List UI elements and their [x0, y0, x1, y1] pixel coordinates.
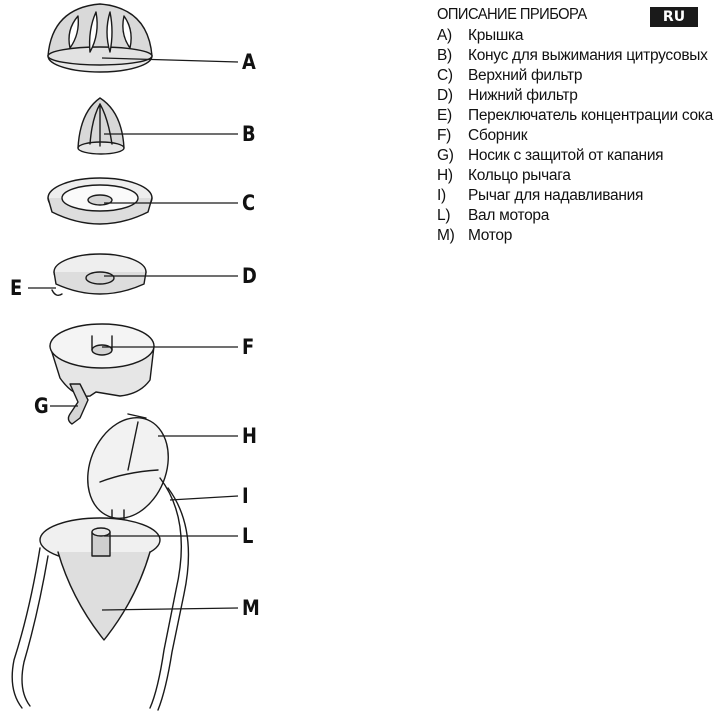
item-text: Переключатель концентрации сока: [468, 107, 713, 124]
callout-b: B: [242, 122, 256, 146]
item-letter: L): [437, 207, 451, 224]
parts-list-item: M) Мотор: [437, 226, 715, 246]
callout-a: A: [242, 50, 256, 74]
callout-d: D: [242, 264, 257, 288]
parts-list-item: F) Сборник: [437, 126, 715, 146]
parts-list-item: B) Конус для выжимания цитрусовых: [437, 46, 715, 66]
parts-list-item: L) Вал мотора: [437, 206, 715, 226]
callout-g: G: [34, 394, 49, 418]
description-header: ОПИСАНИЕ ПРИБОРА RU: [437, 6, 715, 27]
callout-l: L: [242, 524, 254, 548]
item-letter: M): [437, 227, 455, 244]
leader-line-i: [169, 495, 239, 501]
item-letter: E): [437, 107, 452, 124]
item-text: Конус для выжимания цитрусовых: [468, 47, 708, 64]
item-letter: C): [437, 67, 453, 84]
item-letter: F): [437, 127, 452, 144]
parts-list-item: C) Верхний фильтр: [437, 66, 715, 86]
parts-list-item: H) Кольцо рычага: [437, 166, 715, 186]
lower-filter-part: [51, 253, 147, 297]
item-text: Верхний фильтр: [468, 67, 583, 84]
item-text: Рычаг для надавливания: [468, 187, 644, 204]
item-text: Крышка: [468, 27, 524, 44]
item-text: Вал мотора: [468, 207, 550, 224]
parts-list-item: E) Переключатель концентрации сока: [437, 106, 715, 126]
callout-f: F: [242, 335, 255, 359]
callout-e: E: [10, 276, 23, 300]
item-text: Нижний фильтр: [468, 87, 578, 104]
item-letter: I): [437, 187, 446, 204]
item-letter: D): [437, 87, 453, 104]
leader-line-a: [101, 57, 239, 63]
parts-list-item: I) Рычаг для надавливания: [437, 186, 715, 206]
item-letter: H): [437, 167, 453, 184]
parts-list-item: G) Носик с защитой от капания: [437, 146, 715, 166]
press-lever-part: [11, 477, 190, 711]
callout-h: H: [242, 424, 257, 448]
juicer-exploded-diagram: [11, 3, 239, 711]
language-badge: RU: [650, 7, 698, 27]
description-title: ОПИСАНИЕ ПРИБОРА: [437, 6, 587, 23]
leader-line-m: [101, 607, 239, 611]
citrus-cone-part: [77, 97, 125, 155]
item-text: Сборник: [468, 127, 528, 144]
parts-list-item: D) Нижний фильтр: [437, 86, 715, 106]
upper-filter-part: [47, 177, 153, 225]
item-letter: B): [437, 47, 452, 64]
collector-part: [49, 323, 155, 425]
item-text: Кольцо рычага: [468, 167, 571, 184]
lid-part: [47, 3, 153, 73]
item-text: Мотор: [468, 227, 513, 244]
motor-base-part: [39, 517, 161, 641]
item-letter: G): [437, 147, 454, 164]
item-letter: A): [437, 27, 452, 44]
callout-m: M: [242, 596, 260, 620]
parts-list-item: A) Крышка: [437, 26, 715, 46]
item-text: Носик с защитой от капания: [468, 147, 664, 164]
callout-c: C: [242, 191, 256, 215]
lever-ring-part: [87, 413, 169, 519]
callout-i: I: [242, 484, 249, 508]
